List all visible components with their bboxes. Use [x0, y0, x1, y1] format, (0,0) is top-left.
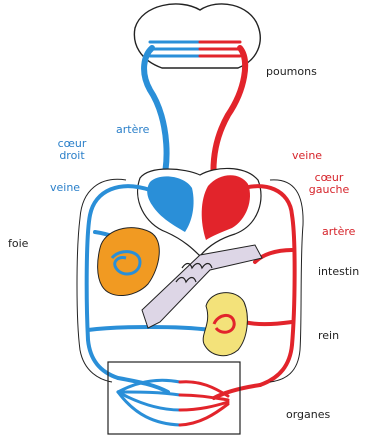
label-organes: organes	[286, 409, 330, 421]
label-coeur-gauche-line2: gauche	[306, 184, 352, 196]
label-artere-right: artère	[322, 226, 355, 238]
label-veine-right: veine	[292, 150, 322, 162]
label-rein: rein	[318, 330, 339, 342]
label-veine-left: veine	[50, 182, 80, 194]
lungs-outline	[134, 4, 260, 68]
label-foie: foie	[8, 238, 28, 250]
label-poumons: poumons	[266, 66, 317, 78]
label-artere-left: artère	[116, 124, 149, 136]
organ-capillaries-blue	[118, 380, 180, 425]
lung-capillaries	[150, 42, 240, 56]
label-coeur-droit-line2: droit	[54, 150, 90, 162]
liver	[98, 228, 160, 296]
organ-capillaries-red	[180, 382, 228, 425]
kidney	[203, 293, 247, 356]
label-intestin: intestin	[318, 266, 359, 278]
